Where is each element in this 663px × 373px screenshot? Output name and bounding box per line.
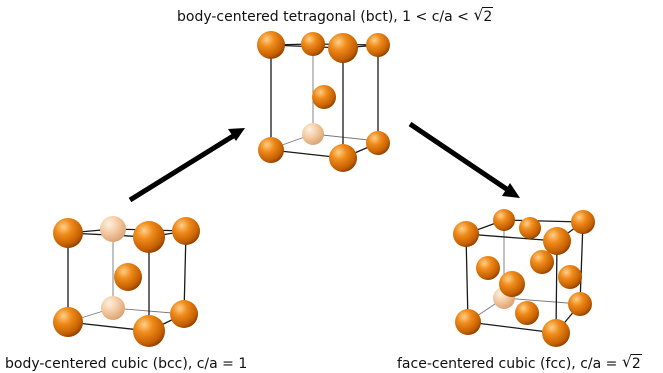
bct-label: body-centered tetragonal (bct), 1 < c/a …: [177, 7, 494, 25]
bct-label-text: body-centered tetragonal (bct), 1 < c/a …: [177, 9, 469, 25]
atom-face-right: [558, 265, 582, 289]
arrow-bcc-to-bct-head: [228, 128, 245, 141]
atom-back-bottom: [302, 123, 324, 145]
bct-unit-cell: [257, 31, 390, 172]
atom-face-bottom: [515, 301, 539, 325]
atom-corner: [170, 300, 198, 328]
atom-back-bottom: [101, 296, 125, 320]
fcc-label: face-centered cubic (fcc), c/a = 2: [397, 354, 642, 372]
atom-corner: [366, 131, 390, 155]
atom-corner: [133, 221, 165, 253]
atom-face-back: [530, 250, 554, 274]
arrow-bcc-to-bct: [128, 130, 240, 203]
atom-corner: [133, 315, 165, 347]
atom-corner: [172, 217, 200, 245]
atom-back-top: [301, 32, 325, 56]
atom-corner: [257, 31, 285, 59]
atom-corner: [53, 307, 83, 337]
atom-corner: [329, 144, 357, 172]
arrows: [128, 121, 520, 203]
atom-face-left: [476, 256, 500, 280]
arrow-bct-to-fcc-head: [502, 183, 520, 198]
atom-face-front: [499, 271, 525, 297]
bcc-label: body-centered cubic (bcc), c/a = 1: [5, 356, 247, 372]
atom-corner: [53, 218, 83, 248]
atom-corner: [366, 33, 390, 57]
fcc-sqrt: 2: [622, 354, 642, 372]
bcc-label-text: body-centered cubic (bcc), c/a = 1: [5, 356, 248, 372]
atom-back-top: [493, 209, 515, 231]
atom-corner: [543, 227, 571, 255]
arrow-bct-to-fcc: [408, 121, 510, 193]
fcc-label-text: face-centered cubic (fcc), c/a =: [397, 356, 618, 372]
atom-corner: [328, 33, 358, 63]
fcc-unit-cell: [453, 209, 595, 347]
atom-body-center: [114, 263, 142, 291]
atom-corner: [542, 319, 570, 347]
atom-corner: [258, 137, 284, 163]
atom-corner: [455, 309, 481, 335]
atom-corner: [453, 221, 479, 247]
atom-back-top: [100, 216, 126, 242]
atom-corner: [568, 292, 592, 316]
atom-face-top: [519, 217, 541, 239]
atom-body-center: [312, 85, 336, 109]
bcc-unit-cell: [53, 216, 200, 347]
bct-sqrt: 2: [473, 7, 494, 25]
atom-corner: [571, 210, 595, 234]
